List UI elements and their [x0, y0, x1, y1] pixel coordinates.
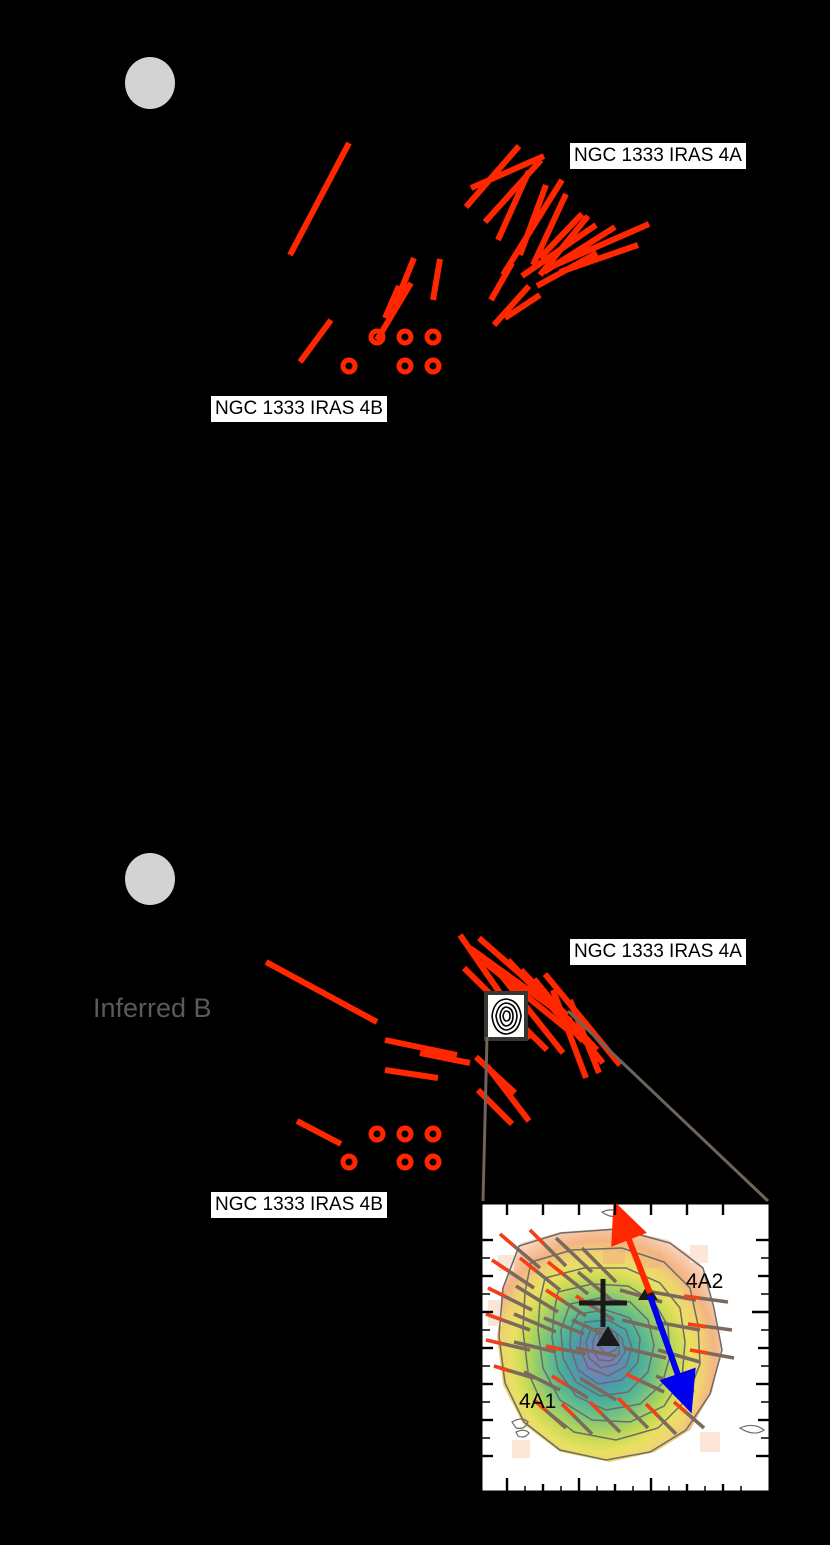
- inset-label-4a1: 4A1: [519, 1390, 557, 1413]
- label-iras4b-bottom: NGC 1333 IRAS 4B: [211, 1192, 387, 1218]
- null-polarization-markers-bottom: [340, 1125, 442, 1171]
- polarization-vectors-top: [287, 141, 651, 364]
- inset-panel: [479, 1201, 772, 1494]
- label-leader-lines-bottom: [295, 933, 621, 1221]
- label-iras4a-bottom: NGC 1333 IRAS 4A: [570, 939, 746, 965]
- label-iras4b-top: NGC 1333 IRAS 4B: [211, 396, 387, 422]
- null-polarization-markers-top: [340, 328, 442, 375]
- blueshifted-outflow-arrow: [611, 1203, 653, 1295]
- inferred-b-vectors-bottom: [264, 933, 623, 1147]
- source-marker-4a1: [596, 1326, 620, 1346]
- inferred-b-annotation: Inferred B: [93, 993, 212, 1023]
- phase-center-cross-marker: [579, 1279, 627, 1327]
- label-leader-lines-top: [295, 137, 621, 425]
- iras4a-source-thumbnail: [484, 991, 528, 1041]
- beam-ellipse-top: [125, 57, 175, 109]
- beam-ellipse-bottom: [125, 853, 175, 905]
- inset-label-4a2: 4A2: [686, 1270, 724, 1293]
- inset-connector-lines: [481, 1009, 770, 1203]
- label-iras4a-top: NGC 1333 IRAS 4A: [570, 143, 746, 169]
- inset-axis-ticks: [481, 1203, 770, 1492]
- redshifted-outflow-arrow: [647, 1294, 696, 1414]
